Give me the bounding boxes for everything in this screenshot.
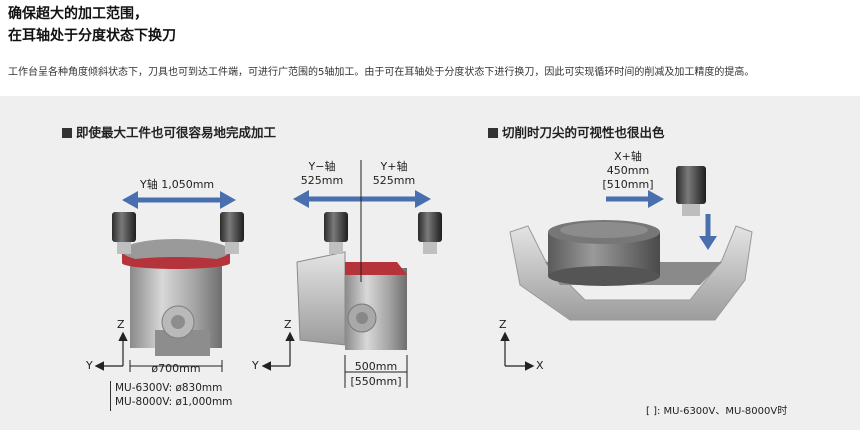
x-axis-arrow [606,190,664,208]
spec-bracket: MU-6300V: ø830mm MU-8000V: ø1,000mm [110,381,241,411]
diameter-label: ø700mm [151,362,201,375]
axis-z-label-2: Z [284,318,292,331]
width-label-alt: [550mm] [350,375,402,388]
y-minus-value: 525mm [300,174,344,187]
left-section-heading: 即使最大工件也可很容易地完成加工 [62,122,276,141]
z-down-arrow [699,214,717,250]
axis-glyph-1 [94,331,128,371]
description-text: 工作台呈各种角度倾斜状态下，刀具也可到达工件端，可进行广范围的5轴加工。由于可在… [8,67,755,78]
bullet-square-icon [62,128,72,138]
dimension-lines [129,355,408,388]
title-line-1: 确保超大的加工范围， [8,6,148,22]
y-plus-label: Y+轴 [380,160,408,173]
left-machine-side [296,212,442,350]
spec-mu6300: MU-6300V: ø830mm [115,382,223,394]
bullet-square-icon [488,128,498,138]
y-axis-arrow-1 [122,191,236,209]
y-axis-label: Y轴 1,050mm [140,178,215,191]
page-title: 确保超大的加工范围， 在耳轴处于分度状态下换刀 [8,3,176,47]
y-plus-value: 525mm [372,174,416,187]
width-label: 500mm [354,360,398,373]
axis-z-label-3: Z [499,318,507,331]
axis-glyph-3 [500,331,535,371]
x-value: 450mm [606,164,650,177]
left-machine-front [112,212,244,356]
footnote: [ ]: MU-6300V、MU-8000V时 [646,406,788,417]
right-section-heading: 切削时刀尖的可视性也很出色 [488,122,665,141]
spec-mu8000: MU-8000V: ø1,000mm [115,396,233,408]
axis-x-label-3: X [536,359,544,372]
x-value-alt: [510mm] [602,178,654,191]
x-plus-label: X+轴 [614,150,642,163]
axis-y-label-2: Y [252,359,259,372]
axis-y-label-1: Y [86,359,93,372]
axis-z-label-1: Z [117,318,125,331]
right-machine [509,166,753,321]
y-minus-label: Y−轴 [308,160,336,173]
axis-glyph-2 [261,331,295,371]
title-line-2: 在耳轴处于分度状态下换刀 [8,28,176,44]
y-axis-arrow-2 [293,160,431,282]
